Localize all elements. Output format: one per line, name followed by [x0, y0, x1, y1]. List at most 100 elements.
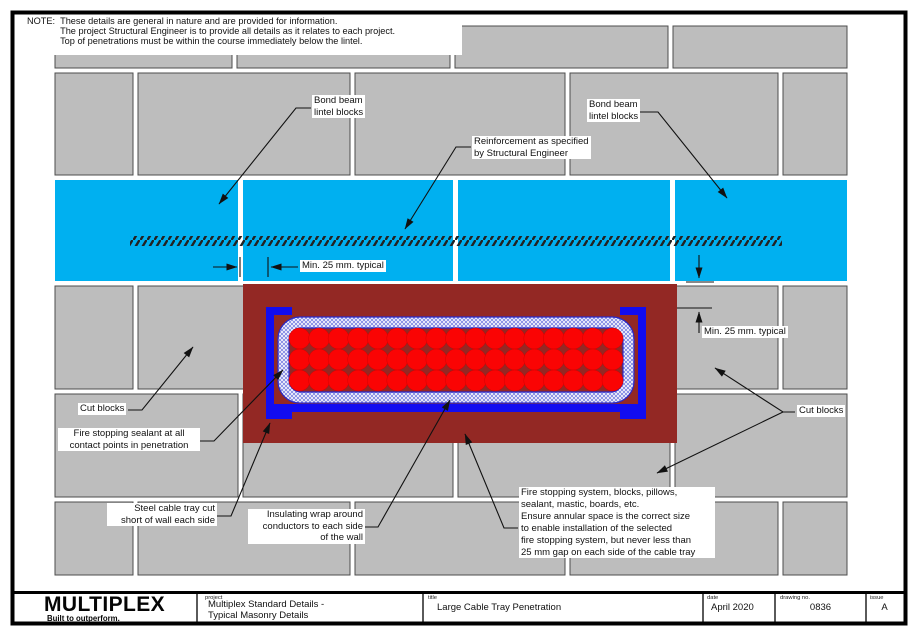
callout-cut-blocks-left: Cut blocks — [78, 403, 127, 415]
conductor — [367, 327, 389, 350]
masonry-block — [569, 72, 779, 176]
date-value: April 2020 — [711, 602, 754, 613]
callout-insulating-wrap: Insulating wrap around conductors to eac… — [248, 509, 365, 544]
conductor — [464, 327, 487, 350]
date-label: date — [707, 595, 719, 601]
callout-cut-blocks-right: Cut blocks — [797, 405, 846, 417]
rebar-reinforcement — [130, 236, 782, 246]
conductor — [601, 327, 624, 350]
conductor — [347, 327, 369, 350]
company-logo: MULTIPLEX — [44, 593, 166, 616]
dimension-min25-left: Min. 25 mm. typical — [300, 260, 386, 272]
issue-value: A — [881, 602, 888, 613]
masonry-block — [54, 285, 134, 390]
cable-tray — [266, 307, 646, 419]
sheet-frame — [10, 10, 908, 626]
leader-lines — [128, 107, 795, 529]
conductor — [445, 327, 467, 350]
conductor — [562, 369, 585, 392]
conductor — [543, 369, 565, 392]
issue-label: issue — [870, 595, 884, 601]
conductor — [406, 348, 428, 371]
penetration-area — [243, 284, 677, 443]
conductor — [484, 348, 506, 371]
project-value: Multiplex Standard Details - Typical Mas… — [208, 599, 325, 621]
masonry-block — [54, 72, 134, 176]
dimension-lines — [213, 255, 714, 333]
bond-beam-block — [458, 180, 670, 281]
conductor — [308, 348, 330, 371]
masonry-block — [782, 285, 848, 390]
masonry-block — [672, 25, 848, 69]
conductor — [562, 348, 585, 371]
conductor — [464, 348, 487, 371]
conductor — [601, 348, 624, 371]
dimension-min25-right: Min. 25 mm. typical — [702, 326, 788, 338]
conductor — [582, 327, 604, 350]
note-text: These details are general in nature and … — [60, 16, 396, 46]
title-value: Large Cable Tray Penetration — [437, 602, 562, 613]
conductor — [425, 369, 448, 392]
conductor — [288, 369, 311, 392]
conductor — [288, 348, 311, 371]
masonry-block — [782, 501, 848, 576]
insulating-wrap — [278, 317, 634, 403]
conductor — [288, 327, 311, 350]
conductor — [484, 369, 506, 392]
conductor — [523, 369, 546, 392]
drawing-no-label: drawing no. — [780, 595, 810, 601]
conductor — [406, 327, 428, 350]
conductor — [347, 369, 369, 392]
cable-bundle — [288, 327, 624, 392]
conductor — [543, 348, 565, 371]
conductor — [445, 369, 467, 392]
conductor — [386, 369, 409, 392]
callout-reinforcement: Reinforcement as specified by Structural… — [472, 136, 591, 159]
conductor — [308, 327, 330, 350]
conductor — [386, 327, 409, 350]
company-tagline: Built to outperform. — [47, 614, 120, 623]
bond-beam-block — [675, 180, 847, 281]
conductor — [484, 327, 506, 350]
conductor — [523, 348, 546, 371]
conductor — [406, 369, 428, 392]
conductor — [445, 348, 467, 371]
conductor — [327, 369, 350, 392]
conductor — [543, 327, 565, 350]
callout-steel-tray: Steel cable tray cut short of wall each … — [107, 503, 217, 526]
insulating-wrap-outer-edge — [277, 316, 635, 404]
masonry-block — [782, 72, 848, 176]
conductor — [308, 369, 330, 392]
conductor — [327, 327, 350, 350]
masonry-block — [454, 25, 669, 69]
note-prefix: NOTE: — [27, 16, 56, 26]
project-label: project — [205, 595, 223, 601]
conductor — [582, 369, 604, 392]
conductor — [425, 327, 448, 350]
conductor — [503, 369, 526, 392]
conductor — [601, 369, 624, 392]
conductor — [503, 327, 526, 350]
conductor — [503, 348, 526, 371]
conductor — [367, 348, 389, 371]
title-label: title — [428, 595, 438, 601]
masonry-block — [354, 72, 566, 176]
callout-fire-system: Fire stopping system, blocks, pillows, s… — [519, 487, 715, 559]
conductor — [425, 348, 448, 371]
conductor — [347, 348, 369, 371]
general-note: NOTE: These details are general in natur… — [20, 16, 462, 55]
drawing-no-value: 0836 — [809, 602, 832, 613]
conductor — [386, 348, 409, 371]
callout-fire-sealant: Fire stopping sealant at all contact poi… — [58, 428, 200, 451]
masonry-block — [137, 72, 351, 176]
conductor — [367, 369, 389, 392]
bond-beam-block — [55, 180, 238, 281]
callout-bond-beam-left: Bond beam lintel blocks — [312, 95, 366, 118]
conductor — [464, 369, 487, 392]
conductor — [562, 327, 585, 350]
callout-bond-beam-right: Bond beam lintel blocks — [587, 99, 641, 122]
conductor — [327, 348, 350, 371]
conductor — [523, 327, 546, 350]
